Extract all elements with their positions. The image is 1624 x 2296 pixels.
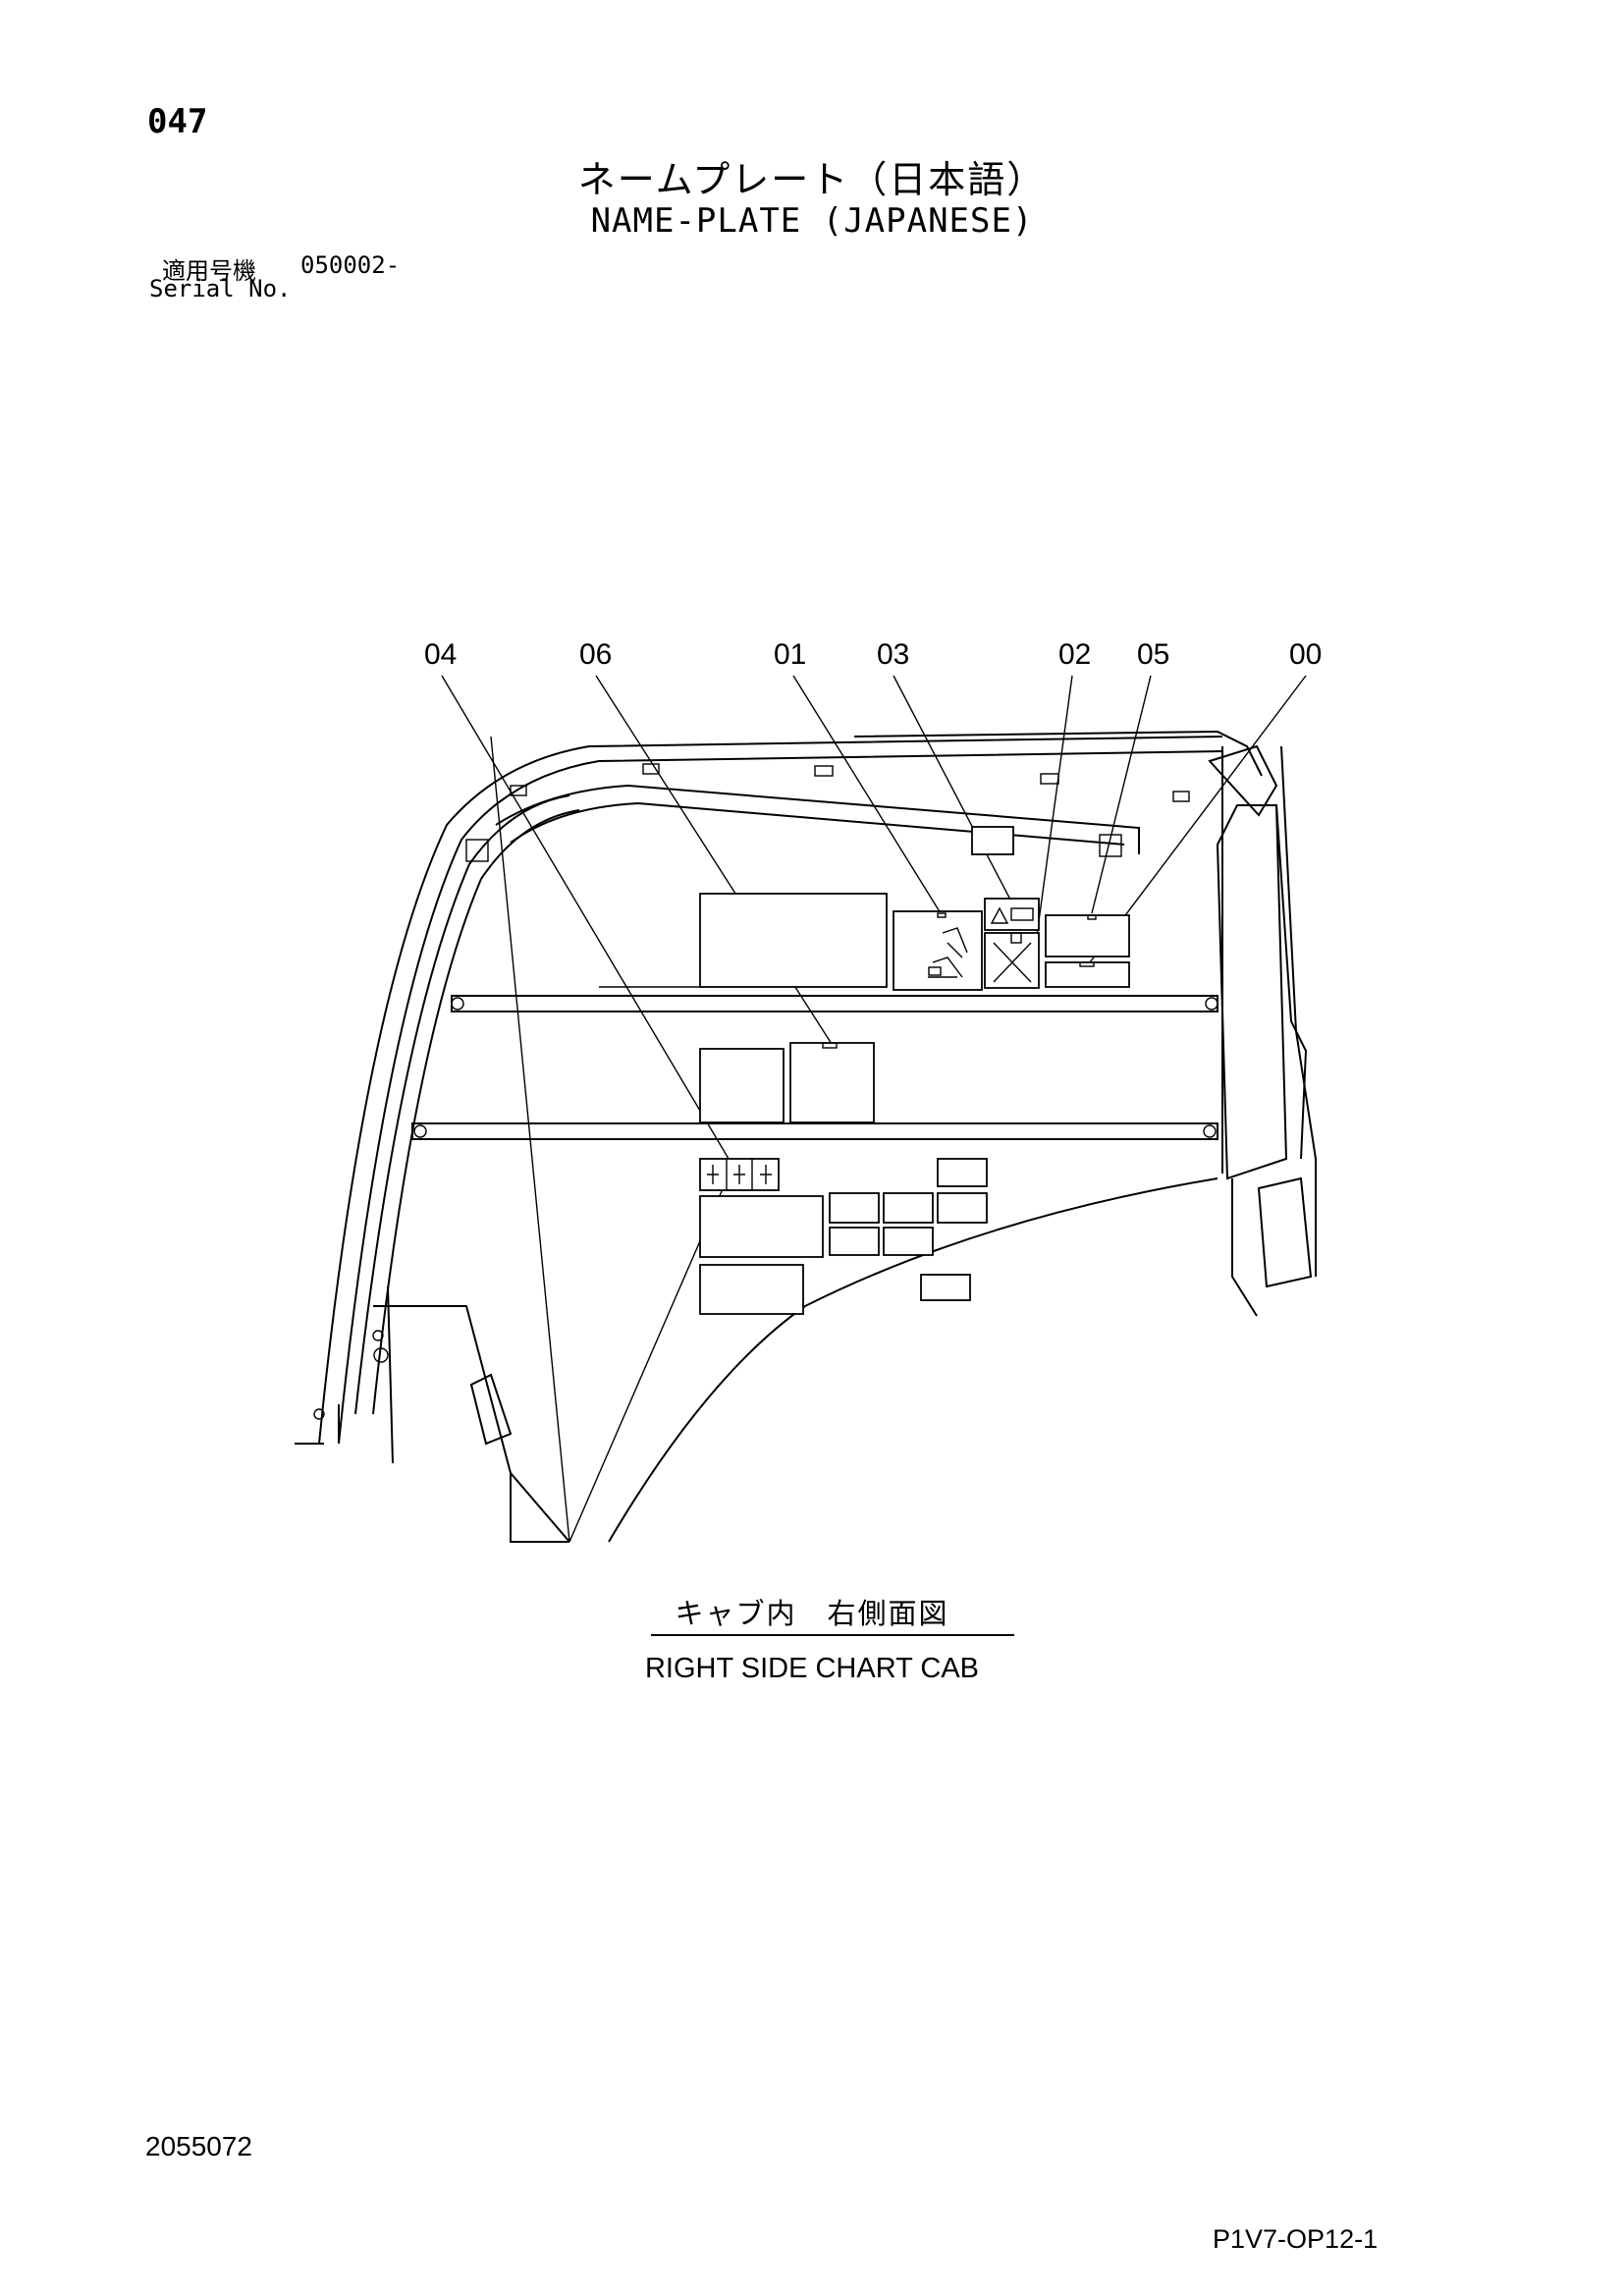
callout-00: 00 [1289,638,1322,671]
document-number: 2055072 [145,2131,253,2161]
cab-frame [295,730,1317,1543]
title-english: NAME-PLATE (JAPANESE) [590,201,1034,241]
plate-05 [1045,914,1130,988]
serial-number-value: 050002- [300,251,401,279]
title-japanese: ネームプレート（日本語） [577,158,1047,201]
drawing-id: P1V7-OP12-1 [1213,2224,1379,2254]
callout-05: 05 [1137,638,1169,671]
callout-03: 03 [877,638,909,671]
callout-02: 02 [1058,638,1091,671]
callout-04: 04 [424,638,457,671]
plate-01 [893,910,983,991]
caption-divider [651,1634,1014,1636]
plate-03 [984,898,1040,989]
callout-06: 06 [579,638,612,671]
plates [599,826,1130,1315]
caption-japanese: キャブ内 右側面図 [675,1597,949,1630]
caption-english: RIGHT SIDE CHART CAB [644,1653,979,1684]
page-number: 047 [147,102,208,141]
serial-label-english: Serial No. [149,275,292,302]
callout-01: 01 [774,638,806,671]
plate-04 [699,1158,780,1191]
serial-label-japanese: 適用号機 [162,257,256,285]
